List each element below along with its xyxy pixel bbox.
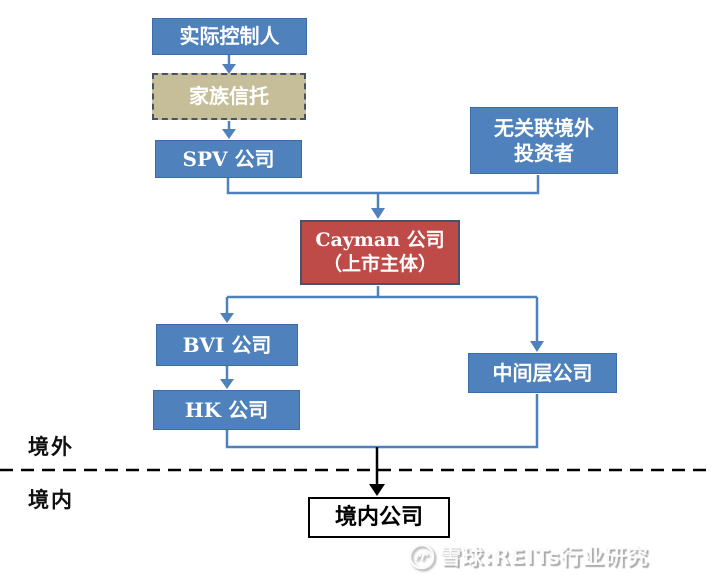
node-cayman-line2: （上市主体） — [322, 252, 437, 275]
arrow-to-domestic-company — [369, 447, 385, 496]
arrow-bvi-to-hk — [220, 366, 234, 389]
node-unrelated-offshore-investors: 无关联境外 投资者 — [470, 107, 618, 174]
node-intermediate-company: 中间层公司 — [468, 353, 617, 393]
xueqiu-snowball-icon — [408, 543, 435, 569]
xueqiu-watermark-text: 雪球:REITs行业研究 — [440, 545, 649, 569]
node-spv-company-label: SPV 公司 — [182, 146, 275, 171]
node-hk-company: HK 公司 — [153, 390, 300, 430]
node-bvi-company: BVI 公司 — [156, 324, 298, 366]
node-actual-controller: 实际控制人 — [152, 18, 307, 55]
node-domestic-company-label: 境内公司 — [334, 503, 423, 530]
node-unrelated-offshore-investors-line1: 无关联境外 — [494, 115, 594, 140]
xueqiu-watermark: 雪球:REITs行业研究 — [408, 541, 649, 571]
node-spv-company: SPV 公司 — [155, 140, 302, 178]
node-cayman-listing-entity: Cayman 公司 （上市主体） — [300, 220, 460, 285]
node-cayman-line1: Cayman 公司 — [315, 228, 445, 251]
node-actual-controller-label: 实际控制人 — [179, 24, 280, 48]
offshore-region-label: 境外 — [28, 434, 74, 459]
node-family-trust: 家族信托 — [152, 73, 306, 120]
node-domestic-company: 境内公司 — [308, 497, 450, 538]
node-family-trust-label: 家族信托 — [189, 84, 269, 108]
connector-to-cayman — [226, 175, 540, 219]
arrow-trust-to-spv — [222, 121, 236, 139]
onshore-region-label: 境内 — [28, 487, 74, 512]
arrow-controller-to-trust — [222, 55, 236, 74]
node-bvi-company-label: BVI 公司 — [182, 332, 272, 357]
node-intermediate-company-label: 中间层公司 — [492, 360, 593, 385]
node-hk-company-label: HK 公司 — [184, 397, 269, 422]
node-unrelated-offshore-investors-line2: 投资者 — [514, 140, 574, 165]
